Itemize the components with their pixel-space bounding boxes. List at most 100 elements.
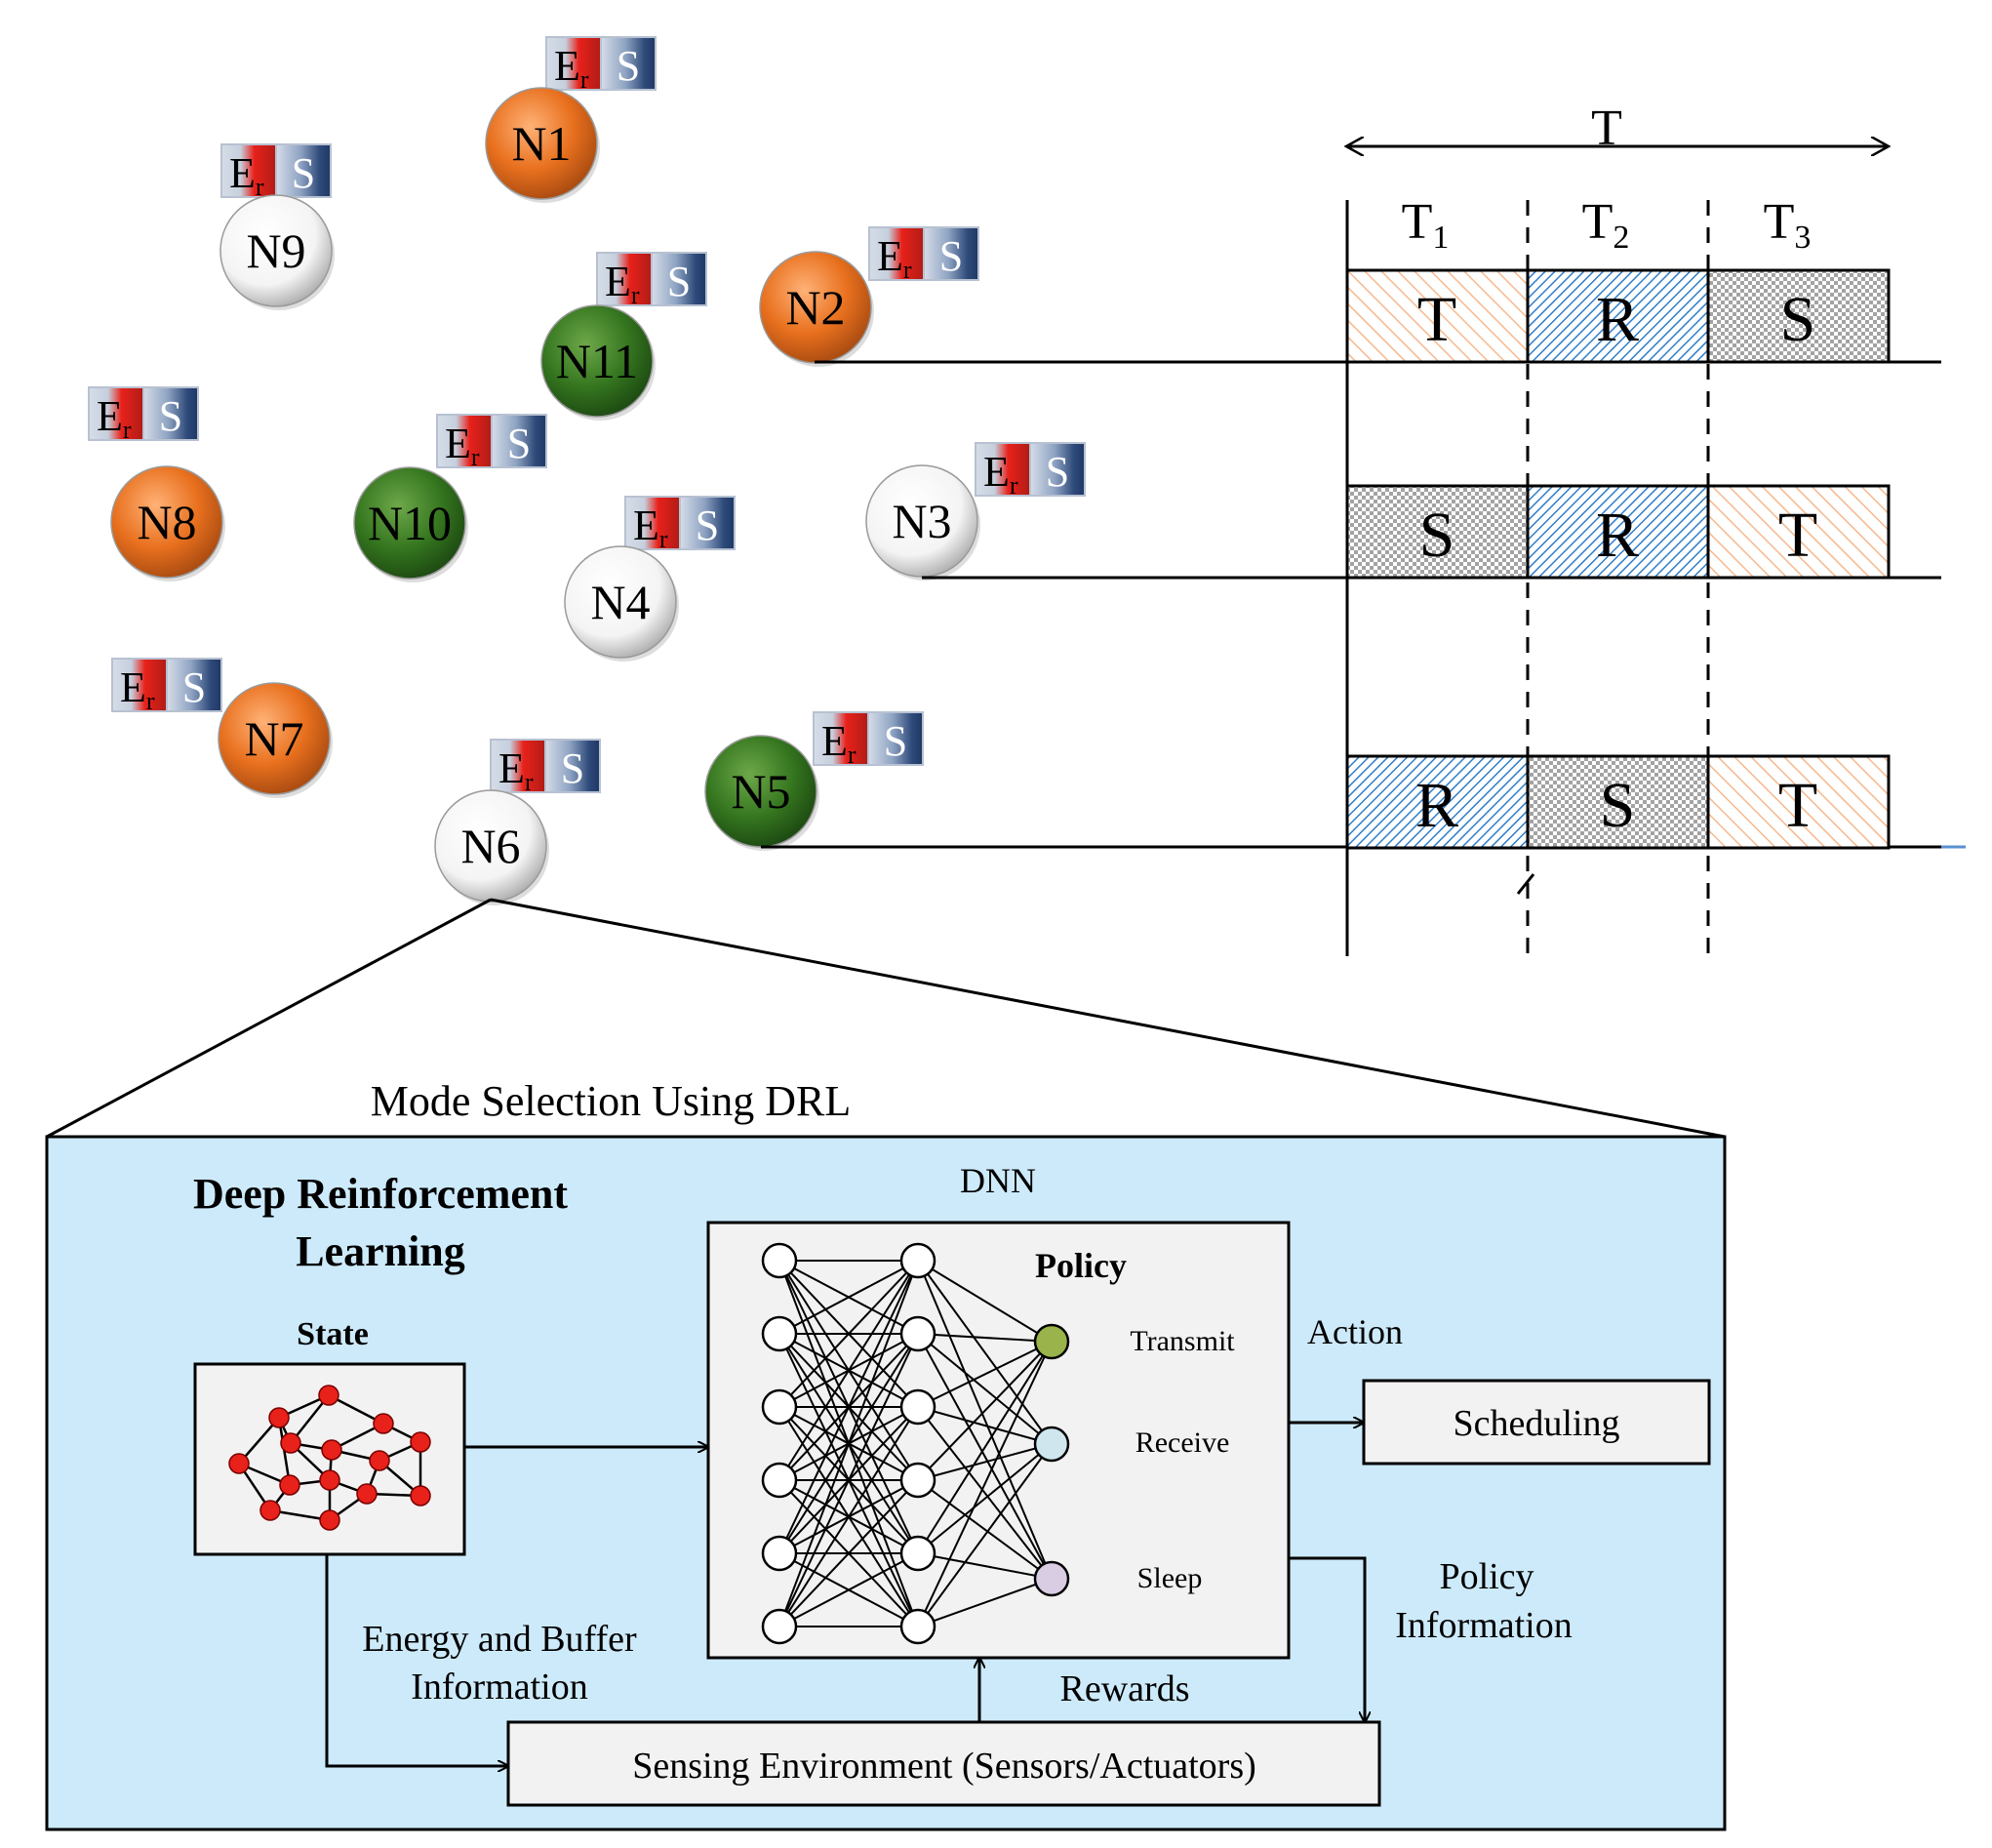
drl-title-line2: Learning — [296, 1227, 465, 1275]
state-graph-node — [259, 1500, 281, 1521]
dnn-output-neuron — [1033, 1323, 1070, 1360]
status-badge-label: S — [1046, 448, 1069, 496]
timeslot-cell-n5-2: S — [1526, 754, 1710, 850]
scheduling-box — [1362, 1379, 1711, 1466]
timeslot-mode-label: S — [1600, 770, 1636, 841]
status-badge-label: S — [939, 232, 963, 280]
status-badge-label: S — [159, 392, 182, 440]
timeslot-mode-label: S — [1419, 500, 1455, 571]
timeslot-mode-label: T — [1417, 284, 1456, 355]
node-circle — [564, 545, 677, 659]
node-label: N1 — [511, 116, 571, 171]
status-badge-label: S — [292, 149, 315, 197]
scheduling-label: Scheduling — [1454, 1403, 1620, 1444]
status-badge-label: S — [182, 663, 206, 711]
dnn-network — [761, 1242, 1070, 1645]
status-badge-label: S — [884, 717, 907, 765]
state-graph-node — [410, 1431, 431, 1453]
energy-badge-label: Er — [633, 502, 668, 553]
state-graph-node — [356, 1483, 378, 1505]
state-graph-node — [369, 1450, 390, 1471]
dnn-neuron — [761, 1315, 798, 1352]
dnn-output-neuron — [1033, 1426, 1070, 1463]
energy-status-badge: Er S — [868, 226, 979, 284]
energy-info-line1: Energy and Buffer — [362, 1619, 637, 1660]
rewards-label: Rewards — [1060, 1668, 1190, 1709]
energy-badge-label: Er — [983, 448, 1018, 500]
dnn-neuron — [761, 1535, 798, 1572]
node-label: N3 — [892, 494, 951, 548]
output-receive-label: Receive — [1135, 1426, 1230, 1459]
energy-status-badge: Er S — [220, 143, 332, 201]
node-label: N11 — [556, 334, 638, 388]
state-graph-node — [321, 1439, 342, 1461]
node-label: N4 — [590, 575, 650, 629]
energy-badge-label: Er — [120, 663, 155, 715]
period-label: T — [1591, 100, 1622, 156]
timeslot-cell-n5-3: T — [1706, 754, 1891, 850]
node-circle — [219, 194, 333, 307]
timeslot-cell-n2-1: T — [1345, 268, 1530, 364]
dnn-output-neuron — [1033, 1560, 1070, 1597]
status-badge-label: S — [561, 744, 584, 792]
dnn-neuron — [761, 1608, 798, 1645]
node-n7: Er S N7 — [111, 658, 333, 798]
energy-info-line2: Information — [411, 1667, 588, 1707]
output-transmit-label: Transmit — [1130, 1325, 1235, 1357]
state-graph-node — [319, 1509, 340, 1531]
dnn-neuron — [899, 1535, 936, 1572]
state-graph-node — [410, 1485, 431, 1507]
energy-status-badge: Er S — [111, 658, 222, 715]
state-graph-node — [228, 1453, 250, 1474]
node-label: N5 — [731, 764, 790, 819]
state-graph — [228, 1385, 431, 1531]
dnn-neuron — [899, 1388, 936, 1426]
dnn-neuron — [761, 1242, 798, 1279]
timeslot-mode-label: R — [1596, 500, 1639, 571]
energy-badge-label: Er — [877, 232, 912, 284]
state-graph-node — [268, 1407, 290, 1428]
node-label: N10 — [368, 496, 452, 550]
timeslot-mode-label: T — [1778, 500, 1817, 571]
node-n3: Er S N3 — [865, 442, 1086, 581]
energy-badge-label: Er — [445, 420, 480, 471]
timeslot-mode-label: S — [1780, 284, 1816, 355]
environment-box — [506, 1720, 1381, 1807]
state-label: State — [297, 1316, 369, 1352]
energy-badge-label: Er — [498, 744, 534, 796]
energy-info-arrow — [325, 1554, 508, 1766]
policy-label: Policy — [1035, 1246, 1127, 1285]
timeslot-mode-label: R — [1415, 770, 1458, 841]
energy-status-badge: Er S — [490, 739, 601, 796]
energy-status-badge: Er S — [975, 442, 1086, 500]
slot-label-3: T3 — [1764, 194, 1812, 256]
node-circle — [540, 304, 654, 418]
dnn-neuron — [899, 1608, 936, 1645]
energy-badge-label: Er — [554, 42, 589, 94]
break-mark — [1516, 873, 1535, 895]
policy-info-line1: Policy — [1439, 1556, 1534, 1597]
drl-caption: Mode Selection Using DRL — [371, 1077, 852, 1125]
node-label: N8 — [137, 495, 196, 549]
state-graph-node — [319, 1469, 340, 1491]
energy-badge-label: Er — [229, 149, 264, 201]
dnn-neuron — [761, 1462, 798, 1499]
action-label: Action — [1307, 1312, 1403, 1351]
timeslot-cell-n3-1: S — [1345, 484, 1530, 580]
node-label: N7 — [244, 711, 303, 766]
dnn-neuron — [899, 1462, 936, 1499]
state-graph-node — [279, 1474, 300, 1496]
